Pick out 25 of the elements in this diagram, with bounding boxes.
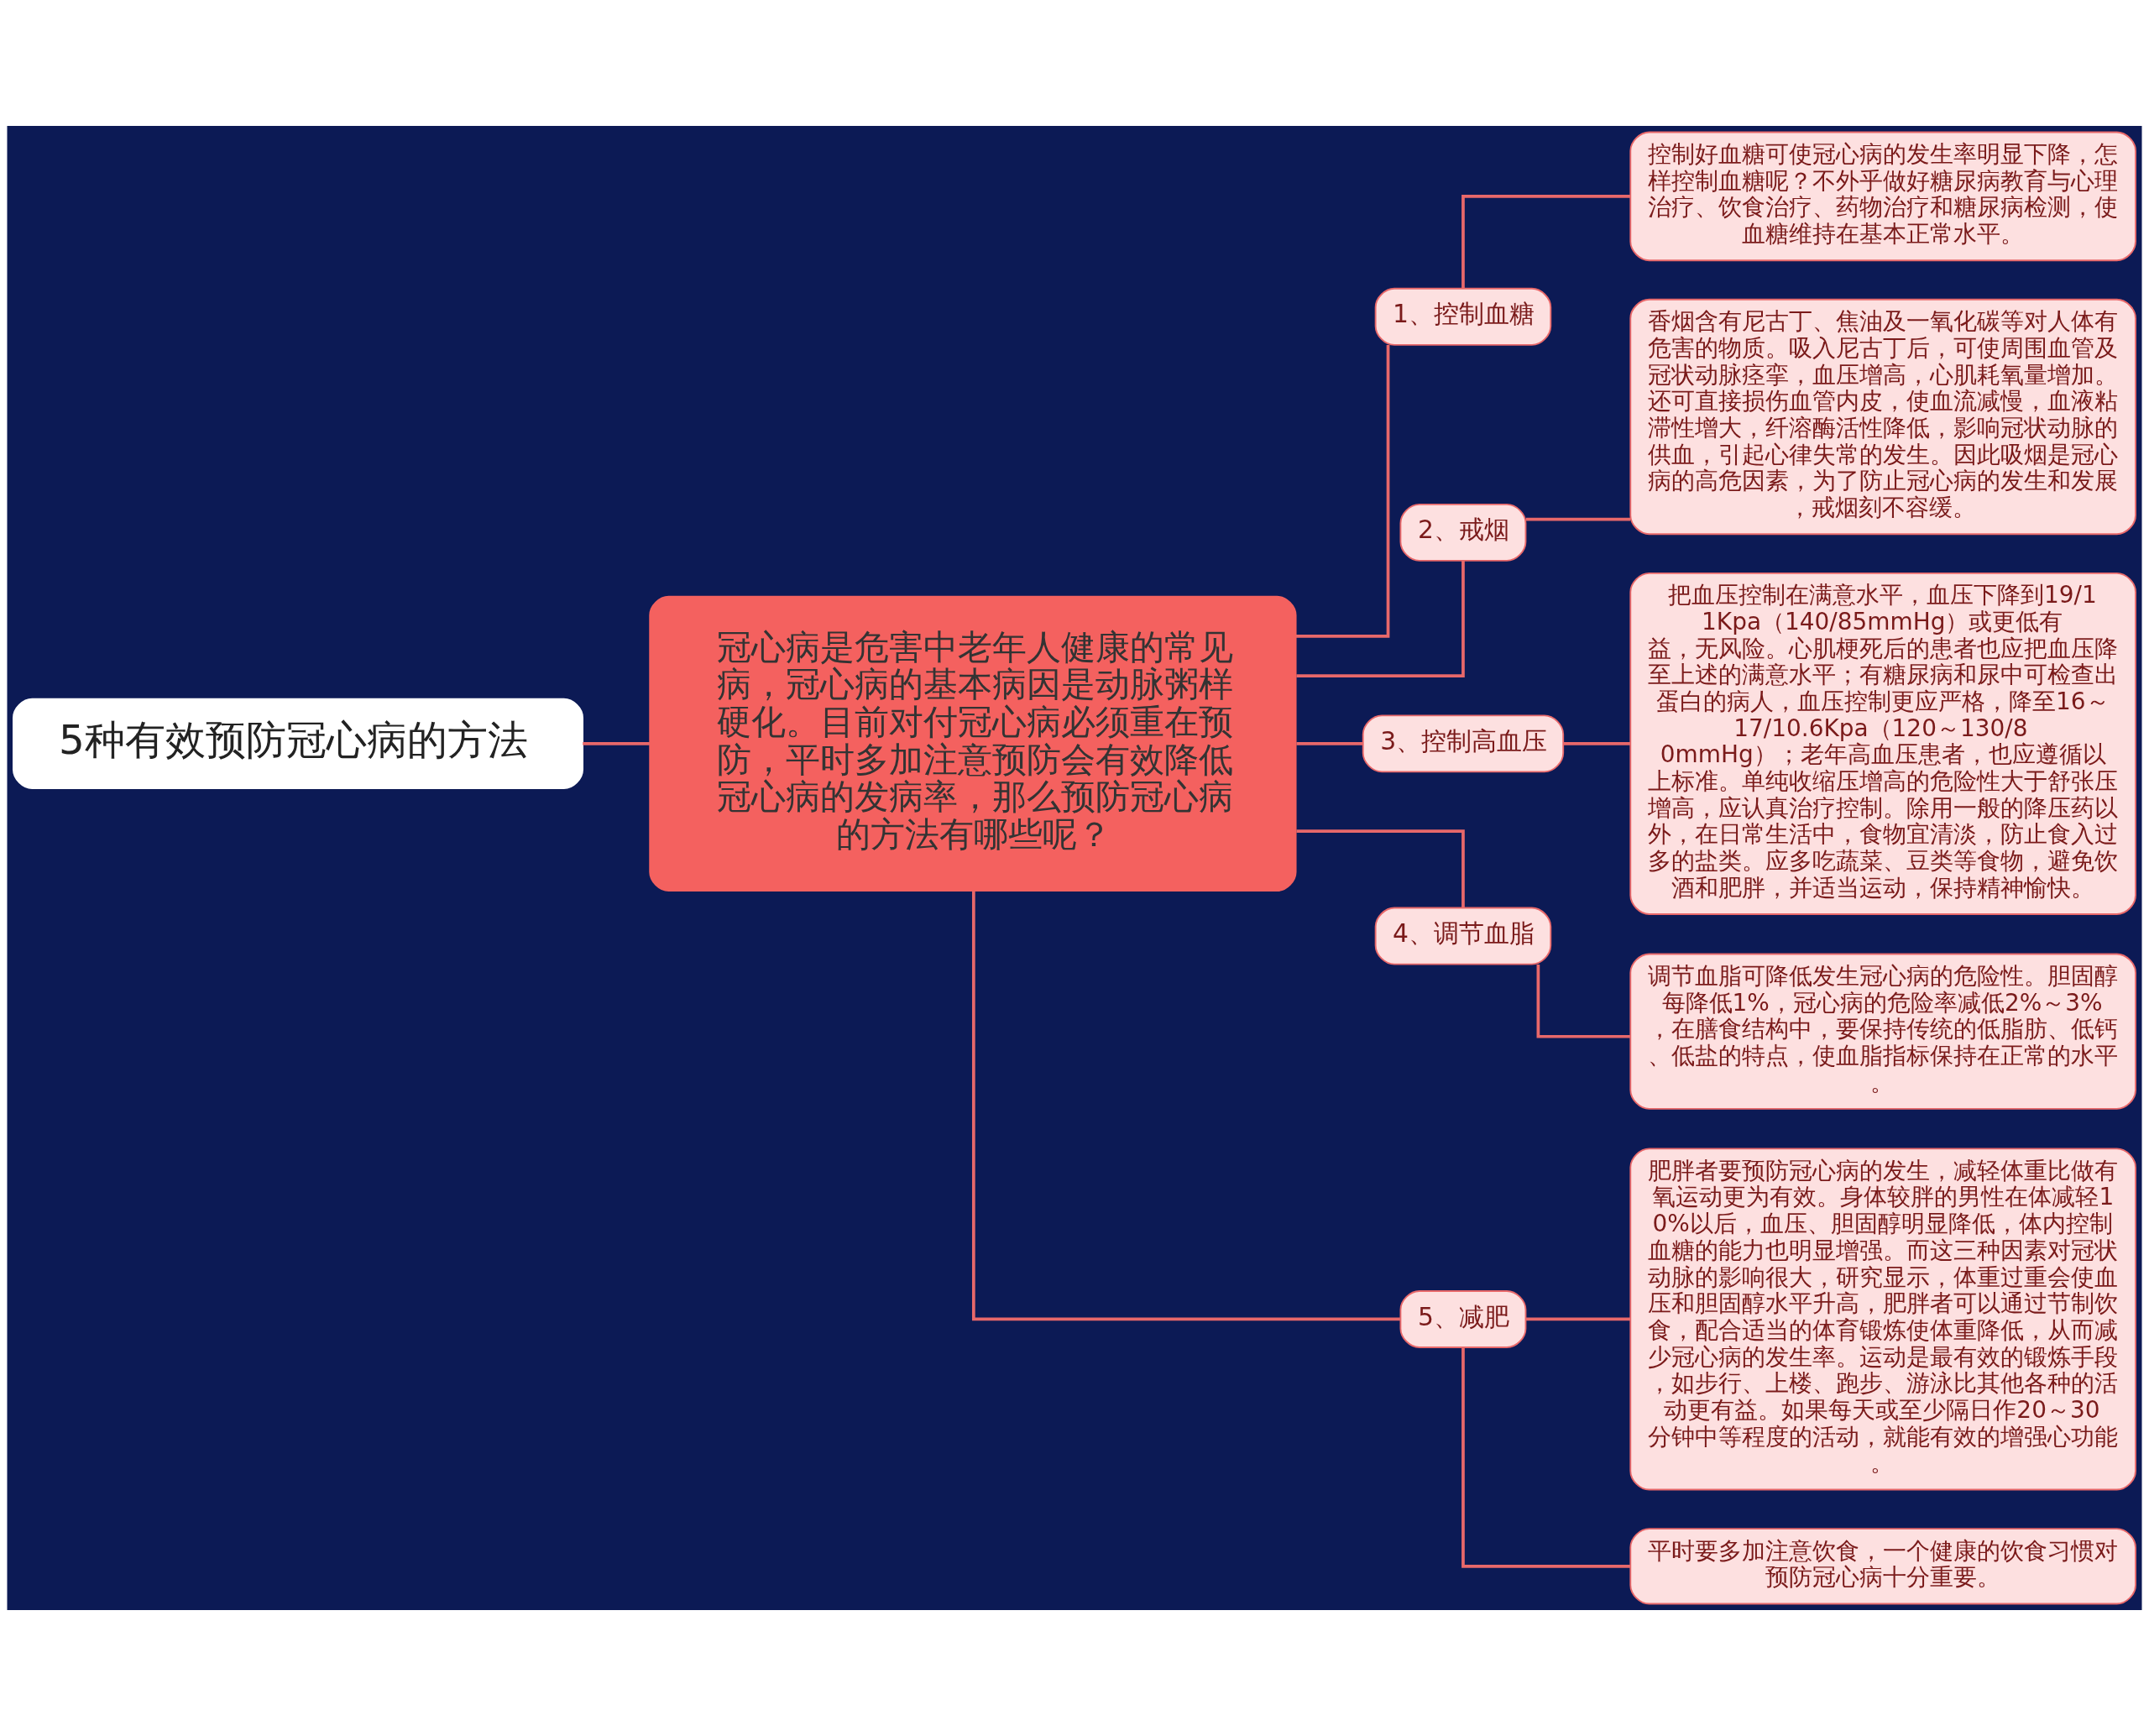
node-box: 把血压控制在满意水平，血压下降到19/11Kpa（140/85mmHg）或更低有益，无风险。心肌梗死后的患者也应把血压降至上述的满意水平；有糖尿病和尿中可检查出蛋白的病人，血压控制更应严格，降至16～17/10.6Kpa（120～130/80mmHg）；老年高血压患者，也应遵循以上标准。单纯收缩压增高的危险性大于舒张压增高，应认真治疗控制。除用一般的降压药以外，在日常生活中，食物宜清淡，防止食入过多的盐类。应多吃蔬菜、豆类等食物，避免饮酒和肥胖，并适当运动，保持精神愉快。 <box>1629 572 2136 915</box>
node-box: 肥胖者要预防冠心病的发生，减轻体重比做有氧运动更为有效。身体较胖的男性在体减轻10%以后，血压、胆固醇明显降低，体内控制血糖的能力也明显增强。而这三种因素对冠状动脉的影响很大，研究显示，体重过重会使血压和胆固醇水平升高，肥胖者可以通过节制饮食，配合适当的体育锻炼使体重降低，从而减少冠心病的发生率。运动是最有效的锻炼手段，如步行、上楼、跑步、游泳比其他各种的活动更有益。如果每天或至少隔日作20～30分钟中等程度的活动，就能有效的增强心功能。 <box>1629 1148 2136 1491</box>
connector <box>1563 742 1630 745</box>
node-box: 2、戒烟 <box>1399 503 1527 562</box>
connector <box>971 891 1400 1321</box>
node-box: 5、减肥 <box>1399 1290 1527 1348</box>
node-box: 3、控制高血压 <box>1362 714 1565 773</box>
connector <box>1296 829 1465 907</box>
connector <box>1461 194 1631 289</box>
node-box: 平时要多加注意饮食，一个健康的饮食习惯对预防冠心病十分重要。 <box>1629 1528 2136 1605</box>
connector <box>1461 1347 1631 1568</box>
node-box: 1、控制血糖 <box>1374 287 1552 346</box>
node-box: 5种有效预防冠心病的方法 <box>13 698 583 789</box>
node-box: 调节血脂可降低发生冠心病的危险性。胆固醇每降低1%，冠心病的危险率减低2%～3%，在膳食结构中，要保持传统的低脂肪、低钙、低盐的特点，使血脂指标保持在正常的水平。 <box>1629 953 2136 1110</box>
connector <box>1525 517 1631 521</box>
node-box: 控制好血糖可使冠心病的发生率明显下降，怎样控制血糖呢？不外乎做好糖尿病教育与心理治疗、饮食治疗、药物治疗和糖尿病检测，使血糖维持在基本正常水平。 <box>1629 131 2136 262</box>
connector <box>1296 742 1363 745</box>
node-box: 冠心病是危害中老年人健康的常见病，冠心病的基本病因是动脉粥样硬化。目前对付冠心病必须重在预防，平时多加注意预防会有效降低冠心病的发病率，那么预防冠心病的方法有哪些呢？ <box>649 595 1297 892</box>
connector <box>1296 561 1465 678</box>
connector <box>1536 965 1630 1038</box>
connector <box>583 742 650 745</box>
connector <box>1525 1317 1631 1321</box>
node-box: 香烟含有尼古丁、焦油及一氧化碳等对人体有危害的物质。吸入尼古丁后，可使周围血管及冠状动脉痉挛，血压增高，心肌耗氧量增加。还可直接损伤血管内皮，使血流减慢，血液粘滞性增大，纤溶酶活性降低，影响冠状动脉的供血，引起心律失常的发生。因此吸烟是冠心病的高危因素，为了防止冠心病的发生和发展，戒烟刻不容缓。 <box>1629 298 2136 536</box>
connector <box>1295 345 1390 638</box>
node-box: 4、调节血脂 <box>1374 907 1552 965</box>
